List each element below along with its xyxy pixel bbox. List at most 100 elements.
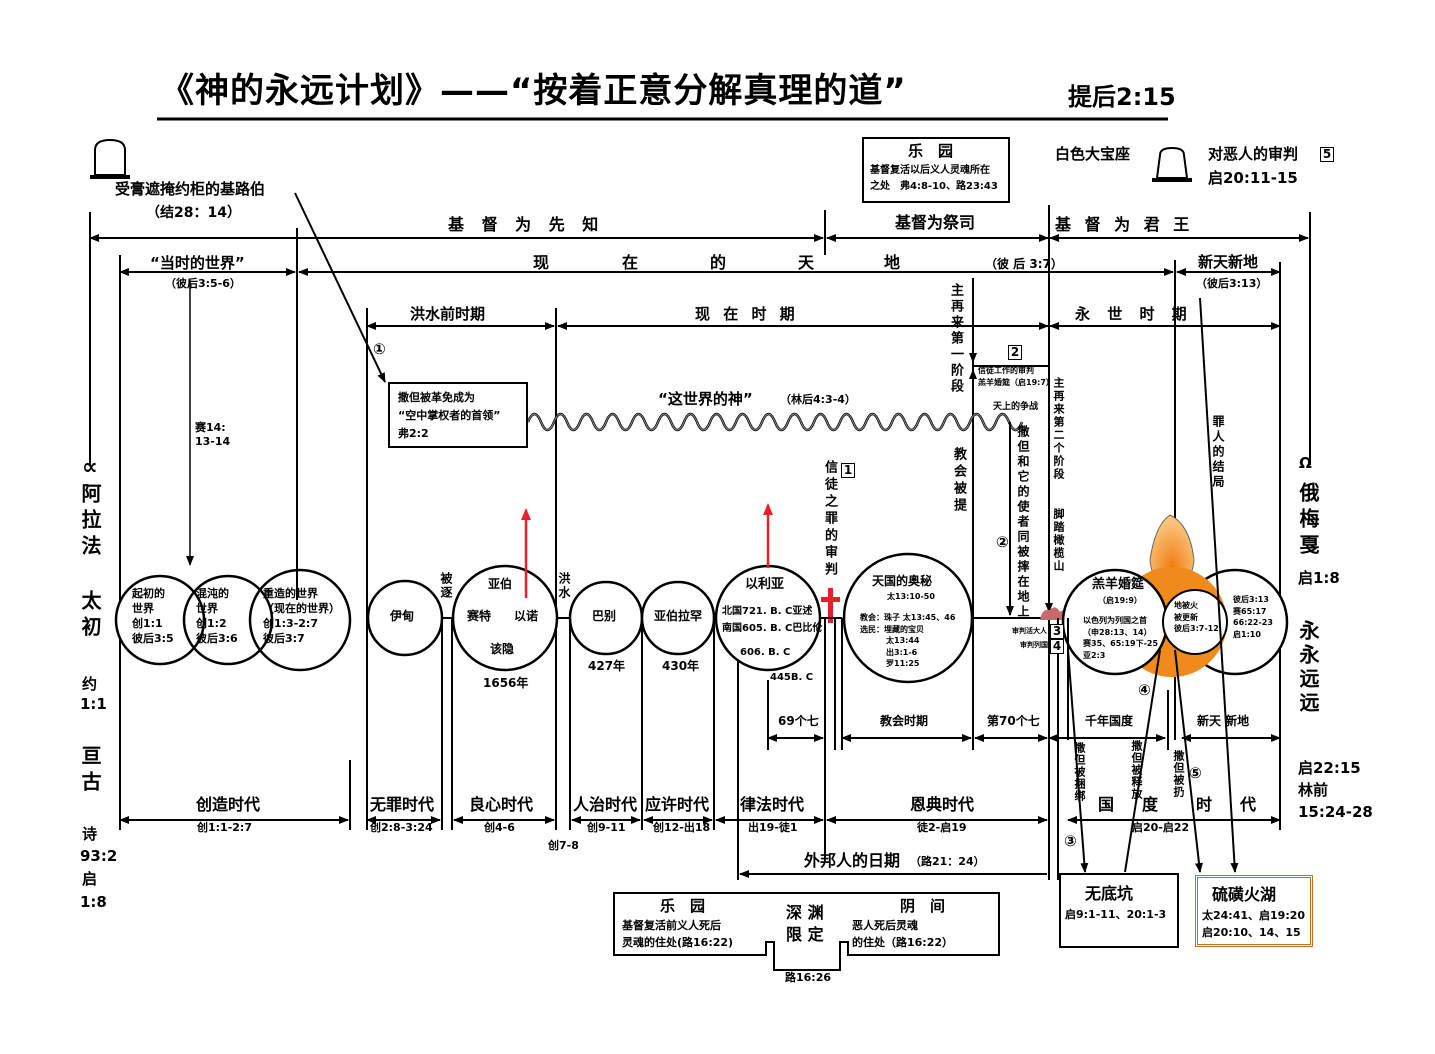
kingdom-age-ref: 启20-启22	[1132, 821, 1190, 834]
dispensation-government: 人治时代	[573, 795, 638, 814]
hades-box	[613, 892, 1000, 971]
ps-ref-1: 诗	[82, 825, 98, 843]
remade-world-line2: （现在的世界）	[263, 601, 340, 615]
omega-symbol: Ω	[1299, 454, 1312, 472]
kingdom-age-char-3: 时	[1196, 795, 1213, 814]
satan-box-line1: 撒但被革免成为	[398, 391, 475, 404]
wavy-line-highlight	[527, 413, 1023, 431]
right-ref-3: 15:24-28	[1298, 803, 1373, 821]
judge-living-label: 审判活大人	[1012, 627, 1047, 635]
years-430: 430年	[662, 659, 700, 673]
white-throne-label: 白色大宝座	[1055, 145, 1131, 163]
present-char-3: 的	[710, 253, 727, 272]
paradise-lower-title: 乐 园	[660, 897, 706, 915]
circle-fire-renew	[1162, 589, 1228, 655]
elijah-label: 以利亚	[745, 577, 785, 592]
new-earth-ref4: 启1:10	[1233, 629, 1261, 639]
chaotic-world-line2: 世界	[196, 601, 218, 615]
title-reference: 提后2:15	[1068, 83, 1176, 111]
dispensation-innocence: 无罪时代	[370, 795, 435, 814]
satan-box-line2: “空中掌权者的首领”	[398, 409, 501, 422]
marker-1: ①	[373, 340, 386, 358]
remade-world-line1: 重造的世界	[263, 587, 318, 600]
dispensation-grace-ref: 徒2-启19	[917, 821, 967, 834]
cain-label: 该隐	[490, 642, 515, 656]
circle-remade-world	[248, 568, 352, 672]
first-stage-label: 主再来第一阶段	[948, 283, 963, 395]
ps-ref-4: 1:8	[80, 893, 107, 911]
paradise-upper-line1: 基督复活以后义人灵魂所在	[870, 165, 990, 176]
gentiles-label: 外邦人的日期	[804, 851, 901, 870]
fire-renew-line2: 被更新	[1174, 612, 1198, 622]
wicked-judgment-label: 对恶人的审判	[1208, 145, 1299, 163]
bc-445: 445B. C	[770, 672, 814, 683]
fire-renew-text: 地被火 被更新 彼后3:7-12	[1174, 600, 1219, 635]
throne-icon	[1152, 146, 1192, 182]
isaiah-ref-2: 13-14	[195, 435, 231, 448]
north-kingdom: 北国721. B. C亚述	[722, 606, 813, 617]
years-427: 427年	[588, 659, 626, 673]
fire-renew-line3: 彼后3:7-12	[1174, 624, 1219, 634]
new-heaven-earth-label: 新天新地	[1198, 253, 1259, 271]
lamb-detail-line1: 以色列为列国之首	[1083, 616, 1147, 625]
role-king: 基 督 为 君 王	[1055, 215, 1194, 234]
lamb-feast-detail: 以色列为列国之首 （申28:13、14） 赛35、65:19下-25 亚2:3	[1083, 615, 1158, 661]
omega-label: 俄梅戛	[1296, 482, 1320, 560]
lake-of-fire-ref1: 太24:41、启19:20	[1202, 909, 1306, 922]
initial-world-line3: 创1:1	[132, 616, 163, 630]
gentiles-ref: （路21：24）	[910, 855, 985, 868]
feet-mountain-label: 脚踏橄榄山	[1052, 508, 1065, 573]
lamb-detail-line3: 赛35、65:19下-25	[1083, 639, 1159, 649]
abraham-label: 亚伯拉罕	[654, 609, 703, 623]
paradise-lower-line1: 基督复活前义人死后	[622, 919, 721, 932]
lake-of-fire-ref2: 启20:10、14、15	[1202, 926, 1301, 939]
john-ref-a: 约	[82, 675, 98, 693]
role-prophet: 基 督 为 先 知	[448, 215, 605, 234]
omega-ref: 启1:8	[1298, 569, 1340, 587]
hades-line2: 的住处（路16:22）	[852, 936, 954, 949]
marker-4: ④	[1138, 681, 1151, 699]
remade-world-line4: 彼后3:7	[263, 631, 305, 645]
forever-label: 永永远远	[1296, 620, 1320, 716]
paradise-upper-line2: 之处 弗4:8-10、路23:43	[870, 181, 998, 192]
present-char-4: 天	[798, 253, 815, 272]
hades-title: 阴 间	[900, 897, 946, 915]
kingdom-detail-line3: 太13:44	[886, 636, 920, 646]
sixty-nine-weeks: 69个七	[778, 714, 819, 728]
beginning-label: 太初	[78, 590, 102, 642]
initial-world-text: 起初的 世界 创1:1 彼后3:5	[132, 587, 174, 646]
role-priest: 基督为祭司	[895, 213, 976, 232]
babel-label: 巴别	[592, 609, 617, 623]
lake-of-fire-box: 硫磺火湖 太24:41、启19:20 启20:10、14、15	[1195, 875, 1313, 947]
alpha-symbol: ∝	[82, 455, 98, 480]
kingdom-mystery-detail: 教会：珠子 太13:45、46 选民：埋藏的宝贝 太13:44 出3:1-6 罗…	[860, 612, 955, 670]
new-earth-ref2: 赛65:17	[1233, 606, 1267, 616]
judgment-number-2: 2	[1008, 345, 1022, 360]
cherub-label: 受膏遮掩约柜的基路伯	[115, 180, 266, 198]
page-title: 《神的永远计划》——“按着正意分解真理的道”	[160, 71, 907, 111]
heaven-war-label: 天上的争战	[993, 402, 1039, 412]
church-period-label: 教会时期	[880, 714, 929, 728]
kingdom-mystery-title: 天国的奥秘	[872, 574, 933, 588]
judgment-number-1: 1	[841, 463, 855, 478]
ark-icon	[90, 138, 130, 179]
dispensation-creation: 创造时代	[196, 795, 261, 814]
initial-world-line1: 起初的	[132, 587, 165, 600]
gulf-line1: 深 渊	[786, 903, 824, 922]
chaotic-world-line3: 创1:2	[196, 616, 227, 630]
chaotic-world-line1: 混沌的	[196, 587, 229, 600]
seth-label: 赛特	[467, 609, 492, 623]
present-char-5: 地	[884, 253, 901, 272]
kingdom-detail-line1: 教会：珠子 太13:45、46	[860, 613, 956, 622]
period-eternal: 永 世 时 期	[1075, 305, 1193, 323]
lamb-supper-label: 羔羊婚筵（启19:7）	[978, 378, 1054, 387]
cross-icon	[821, 588, 840, 623]
right-ref-2: 林前	[1298, 781, 1329, 799]
years-1656: 1656年	[483, 676, 529, 690]
abyss-title: 无底坑	[1085, 884, 1134, 903]
dispensation-grace: 恩典时代	[910, 795, 975, 814]
marker-2: ②	[996, 533, 1009, 551]
right-ref-1: 启22:15	[1298, 759, 1361, 777]
new-earth-refs: 彼后3:13 赛65:17 66:22-23 启1:10	[1233, 594, 1273, 640]
